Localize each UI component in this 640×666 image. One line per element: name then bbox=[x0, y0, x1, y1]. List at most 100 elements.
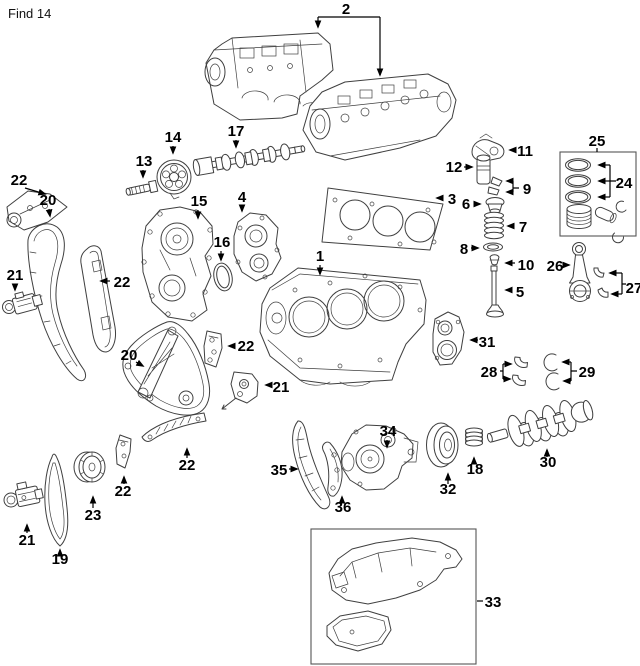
callout-13[interactable]: 13 bbox=[136, 153, 153, 179]
svg-text:4: 4 bbox=[238, 189, 247, 206]
part-rod-bearings-27[interactable] bbox=[593, 267, 609, 298]
part-piston[interactable] bbox=[566, 204, 592, 229]
part-small-chain-guide-22[interactable] bbox=[115, 434, 132, 469]
svg-text:15: 15 bbox=[191, 193, 208, 210]
svg-text:11: 11 bbox=[517, 143, 533, 160]
callout-36[interactable]: 36 bbox=[335, 495, 352, 516]
part-crank-pulley-32[interactable] bbox=[426, 422, 459, 468]
callout-22-curved-guide[interactable]: 22 bbox=[179, 447, 196, 474]
callout-23[interactable]: 23 bbox=[85, 495, 102, 524]
part-end-plate-31[interactable] bbox=[432, 311, 465, 366]
part-crank-sprocket-18[interactable] bbox=[465, 427, 483, 447]
part-chain-tensioner-21-left[interactable] bbox=[2, 288, 44, 315]
part-crankshaft-30[interactable] bbox=[483, 394, 596, 457]
callout-27[interactable]: 27 bbox=[608, 269, 640, 298]
svg-text:17: 17 bbox=[228, 123, 245, 140]
callout-22-left-rail[interactable]: 22 bbox=[99, 274, 131, 291]
callout-7[interactable]: 7 bbox=[506, 219, 527, 236]
svg-text:5: 5 bbox=[516, 284, 524, 301]
callout-35[interactable]: 35 bbox=[271, 462, 299, 479]
part-thrust-washers-29[interactable] bbox=[543, 353, 560, 391]
callout-21-bottom[interactable]: 21 bbox=[19, 523, 36, 549]
part-valve-keepers-9[interactable] bbox=[487, 176, 503, 196]
part-intake-valve-5[interactable] bbox=[486, 265, 504, 318]
part-timing-chain-19[interactable] bbox=[44, 453, 69, 547]
part-chain-tensioner-21-center[interactable] bbox=[221, 371, 259, 410]
callout-16[interactable]: 16 bbox=[214, 234, 231, 262]
callout-14[interactable]: 14 bbox=[165, 129, 182, 155]
part-seal-ring-16[interactable] bbox=[211, 261, 234, 292]
part-timing-cover-15[interactable] bbox=[141, 206, 214, 322]
part-oil-pump-chain-35[interactable] bbox=[292, 420, 331, 510]
callout-18[interactable]: 18 bbox=[467, 456, 484, 478]
part-spring-seat-8[interactable] bbox=[483, 242, 503, 252]
part-camshaft-bolt-13[interactable] bbox=[125, 179, 159, 197]
part-chain-tensioner-21-bottom[interactable] bbox=[3, 479, 44, 508]
svg-text:29: 29 bbox=[579, 364, 596, 381]
callout-3[interactable]: 3 bbox=[435, 191, 456, 208]
callout-20-left[interactable]: 20 bbox=[40, 192, 57, 218]
callout-32[interactable]: 32 bbox=[440, 472, 457, 498]
callout-24[interactable]: 24 bbox=[597, 161, 633, 201]
callout-21-center[interactable]: 21 bbox=[264, 379, 289, 396]
callout-5[interactable]: 5 bbox=[504, 284, 524, 301]
callout-8[interactable]: 8 bbox=[460, 241, 480, 258]
svg-text:6: 6 bbox=[462, 196, 470, 213]
part-oil-pan-box-33[interactable] bbox=[310, 528, 477, 665]
part-sprocket-23[interactable] bbox=[73, 451, 106, 483]
part-head-gasket-3[interactable] bbox=[321, 187, 444, 251]
part-chain-guide-22-upper-left[interactable] bbox=[6, 190, 68, 231]
svg-text:10: 10 bbox=[518, 257, 535, 274]
callout-29[interactable]: 29 bbox=[561, 358, 596, 385]
part-valve-spring-7[interactable] bbox=[484, 211, 504, 240]
part-connecting-rod-26[interactable] bbox=[569, 242, 591, 302]
part-pin-circlips[interactable] bbox=[612, 200, 627, 244]
part-piston-pin[interactable] bbox=[594, 206, 618, 224]
callout-22-upper-left[interactable]: 22 bbox=[11, 172, 47, 196]
callout-15[interactable]: 15 bbox=[191, 193, 208, 220]
callout-19[interactable]: 19 bbox=[52, 548, 69, 568]
part-piston-rings-24[interactable] bbox=[565, 158, 591, 204]
callout-10[interactable]: 10 bbox=[504, 257, 535, 274]
callout-11[interactable]: 11 bbox=[508, 143, 533, 160]
part-engine-block-1[interactable] bbox=[259, 267, 427, 387]
callout-21-left[interactable]: 21 bbox=[7, 267, 24, 292]
part-valve-lifter-12[interactable] bbox=[476, 154, 491, 185]
part-cover-plate-4[interactable] bbox=[233, 212, 282, 282]
part-camshaft-17[interactable] bbox=[192, 141, 306, 176]
part-timing-chain-20-left[interactable] bbox=[27, 223, 87, 382]
callout-25[interactable]: 25 bbox=[589, 133, 606, 152]
part-main-bearings-28[interactable] bbox=[512, 356, 528, 386]
part-valve-keeper-10[interactable] bbox=[489, 254, 500, 266]
callout-2[interactable]: 2 bbox=[314, 1, 384, 77]
callout-6[interactable]: 6 bbox=[462, 196, 482, 213]
callout-4[interactable]: 4 bbox=[238, 189, 247, 213]
part-cylinder-head-left[interactable] bbox=[204, 32, 334, 121]
callout-33[interactable]: 33 bbox=[477, 594, 501, 611]
part-spring-retainer-6[interactable] bbox=[485, 197, 505, 214]
callout-9[interactable]: 9 bbox=[505, 177, 531, 198]
svg-text:8: 8 bbox=[460, 241, 468, 258]
part-camshaft-gear-14[interactable] bbox=[156, 159, 192, 200]
callout-22-center-rail[interactable]: 22 bbox=[227, 338, 255, 355]
callout-28[interactable]: 28 bbox=[481, 360, 513, 383]
part-chain-guide-22-center[interactable] bbox=[203, 330, 223, 368]
part-tensioner-rail-22-left[interactable] bbox=[80, 245, 116, 353]
callout-12[interactable]: 12 bbox=[446, 159, 474, 176]
callout-17[interactable]: 17 bbox=[228, 123, 245, 149]
callout-20-lower[interactable]: 20 bbox=[121, 347, 145, 367]
svg-text:22: 22 bbox=[238, 338, 255, 355]
callout-34[interactable]: 34 bbox=[380, 423, 397, 449]
part-curved-chain-guide-22[interactable] bbox=[141, 412, 207, 442]
callout-26[interactable]: 26 bbox=[547, 258, 571, 275]
part-cylinder-head-right[interactable] bbox=[302, 73, 457, 161]
callout-22-small-guide[interactable]: 22 bbox=[115, 475, 132, 500]
part-chain-drive-assembly-20-lower[interactable] bbox=[122, 321, 211, 416]
callout-1[interactable]: 1 bbox=[316, 248, 324, 276]
svg-text:22: 22 bbox=[114, 274, 131, 291]
callout-30[interactable]: 30 bbox=[540, 448, 557, 471]
part-oil-pump-34[interactable] bbox=[340, 424, 419, 491]
callout-31[interactable]: 31 bbox=[469, 334, 495, 351]
part-piston-kit-box-25[interactable] bbox=[559, 151, 637, 237]
part-pump-chain-guide-36[interactable] bbox=[322, 441, 343, 497]
